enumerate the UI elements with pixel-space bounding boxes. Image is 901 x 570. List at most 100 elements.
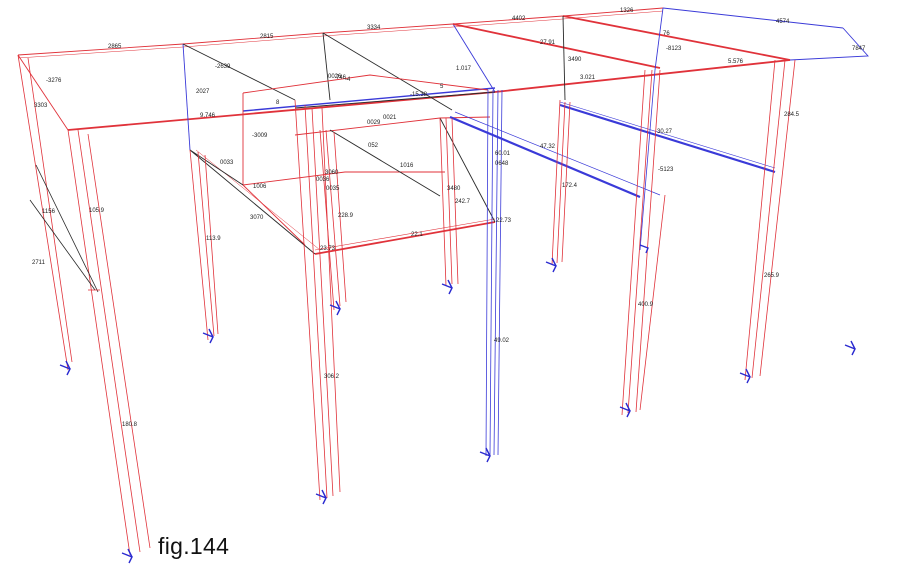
front-top-beam-blue bbox=[242, 87, 496, 112]
label-top-beam-2: 2815 bbox=[260, 34, 274, 40]
label-roof-misc-13: -4 bbox=[345, 77, 351, 83]
label-column-9: 49.02 bbox=[494, 338, 510, 344]
label-column-4: 242.7 bbox=[455, 199, 471, 205]
front-top-beam-right bbox=[494, 59, 791, 93]
label-column-11: 180.8 bbox=[122, 422, 138, 428]
blue-beam-mid bbox=[449, 115, 641, 199]
blue-beam-right-2 bbox=[559, 101, 776, 169]
supports bbox=[59, 244, 856, 564]
support-1 bbox=[121, 548, 133, 564]
mezz-left-beam-red bbox=[195, 149, 321, 251]
blue-beam-right bbox=[559, 103, 776, 174]
mezz-diag bbox=[329, 129, 441, 197]
label-top-beam-6: 4574 bbox=[776, 19, 790, 25]
mezz-front-beam-2 bbox=[314, 218, 496, 251]
support-6 bbox=[441, 279, 453, 295]
support-9 bbox=[619, 402, 631, 418]
label-roof-misc-4: 2027 bbox=[196, 89, 210, 95]
rafter-2 bbox=[182, 43, 191, 151]
support-2 bbox=[59, 360, 71, 376]
label-inner-2: 0021 bbox=[383, 115, 397, 121]
label-inner-3: 052 bbox=[368, 143, 379, 149]
mezz-top-front bbox=[294, 91, 496, 109]
back-top-beam bbox=[17, 7, 664, 56]
rafter-3 bbox=[182, 43, 296, 101]
label-roof-misc-6: 0029 bbox=[367, 120, 381, 126]
label-roof-front-5: -15.38 bbox=[410, 92, 428, 98]
back-top-beam-end bbox=[662, 7, 844, 29]
mezz-front-beam bbox=[314, 221, 496, 255]
columns bbox=[17, 54, 796, 556]
roof-frame bbox=[17, 7, 869, 151]
label-top-beam-1: 2865 bbox=[108, 44, 122, 50]
label-roof-front-6: 5 bbox=[440, 84, 444, 90]
label-roof-misc-14: 746 bbox=[336, 75, 347, 81]
label-beam-mid-3: 0648 bbox=[495, 161, 509, 167]
label-roof-front-4: 3.021 bbox=[580, 75, 596, 81]
column-left-front bbox=[67, 129, 151, 556]
member-labels: 2865 2815 3334 4402 1326 4574 7847 27.91… bbox=[32, 8, 866, 428]
mezz-top-back bbox=[242, 74, 489, 94]
label-beam-mid-2: 60.01 bbox=[495, 151, 511, 157]
rafter-7 bbox=[562, 15, 791, 61]
label-roof-misc-2: 3303 bbox=[34, 103, 48, 109]
support-11 bbox=[844, 340, 856, 356]
support-4 bbox=[315, 489, 327, 505]
label-roof-misc-8: 3490 bbox=[568, 57, 582, 63]
label-beam-mid-4: 22.73 bbox=[496, 218, 512, 224]
right-top-edge bbox=[789, 27, 869, 61]
rafter-8 bbox=[654, 7, 664, 71]
column-left-back bbox=[17, 54, 73, 371]
column-3-back bbox=[294, 99, 341, 501]
label-inner-10: 0033 bbox=[220, 160, 234, 166]
mezz-mid-line bbox=[242, 171, 445, 186]
column-2 bbox=[189, 149, 219, 341]
label-column-7: 265.9 bbox=[764, 273, 780, 279]
label-top-beam-7: 7847 bbox=[852, 46, 866, 52]
compression-beams bbox=[449, 101, 776, 199]
label-roof-misc-10: -5123 bbox=[658, 167, 674, 173]
label-roof-misc-3: -2639 bbox=[215, 64, 231, 70]
label-column-5: 172.4 bbox=[562, 183, 578, 189]
label-top-beam-4: 4402 bbox=[512, 16, 526, 22]
back-top-beam-shadow bbox=[17, 10, 664, 59]
label-beam-mid-7: 30.27 bbox=[657, 129, 673, 135]
label-inner-9: 3480 bbox=[447, 186, 461, 192]
label-beam-mid-6: 22.1 bbox=[411, 232, 423, 238]
rafter-5 bbox=[452, 23, 496, 93]
mezz-back-left bbox=[189, 149, 244, 186]
label-column-2: 113.9 bbox=[206, 236, 221, 242]
label-inner-7: 0036 bbox=[316, 177, 330, 183]
label-column-10: 306.2 bbox=[324, 374, 340, 380]
rafter-10 bbox=[562, 15, 566, 101]
label-roof-misc-1: -3276 bbox=[46, 78, 62, 84]
label-column-8: 400.9 bbox=[638, 302, 654, 308]
label-inner-6: 3070 bbox=[250, 215, 264, 221]
label-top-beam-3: 3334 bbox=[367, 25, 381, 31]
rafter-6 bbox=[452, 23, 661, 69]
front-top-beam bbox=[67, 91, 496, 131]
label-roof-misc-9: -8123 bbox=[666, 46, 682, 52]
support-12 bbox=[639, 244, 649, 254]
label-beam-mid-5: 23.73 bbox=[320, 246, 336, 252]
label-roof-front-1: 27.91 bbox=[540, 40, 556, 46]
rafter-1 bbox=[17, 54, 69, 131]
label-diag-2: 2711 bbox=[32, 260, 46, 266]
label-roof-misc-12: 8 bbox=[276, 100, 280, 106]
mezz-left-beam bbox=[189, 149, 316, 255]
label-column-3: 228.9 bbox=[338, 213, 354, 219]
label-inner-11: 3060 bbox=[325, 170, 339, 176]
label-inner-4: 1016 bbox=[400, 163, 414, 169]
column-4 bbox=[439, 117, 459, 287]
support-3 bbox=[202, 328, 214, 344]
label-top-beam-5: 1326 bbox=[620, 8, 634, 14]
label-roof-misc-5: 0026 bbox=[328, 74, 342, 80]
column-5-blue bbox=[485, 89, 503, 457]
label-roof-misc-11: 76 bbox=[663, 31, 670, 37]
label-inner-5: 1006 bbox=[253, 184, 267, 190]
label-roof-misc-7: 1.017 bbox=[456, 66, 472, 72]
rafter-9 bbox=[322, 32, 331, 101]
label-inner-8: 0035 bbox=[326, 186, 340, 192]
label-column-6: 284.5 bbox=[784, 112, 800, 118]
